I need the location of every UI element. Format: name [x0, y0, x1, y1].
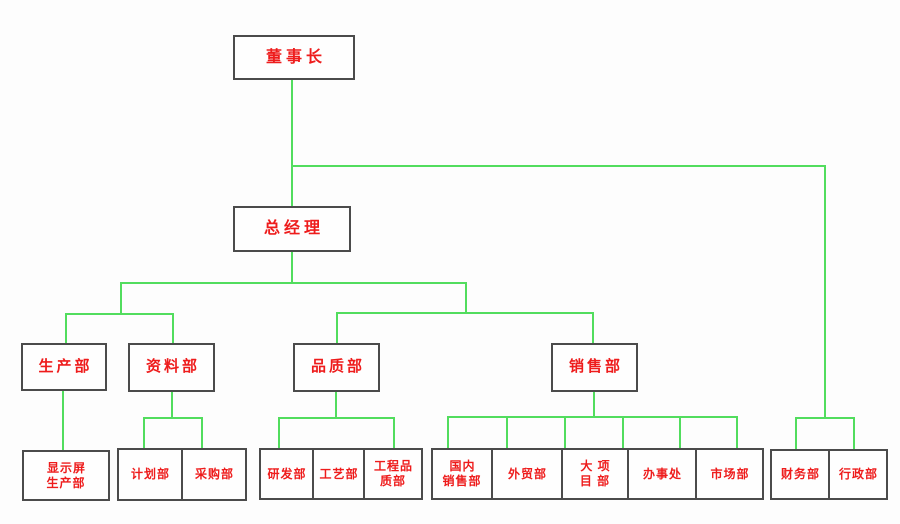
org-box-major-projects-dept: 大 项 目 部 — [561, 448, 629, 500]
org-box-sales-dept: 销售部 — [551, 343, 638, 392]
connector-line — [447, 416, 449, 449]
connector-line — [736, 416, 738, 449]
org-box-domestic-sales-dept: 国内 销售部 — [431, 448, 493, 500]
connector-line — [291, 165, 826, 167]
connector-line — [291, 252, 293, 284]
connector-line — [622, 416, 624, 449]
connector-line — [143, 417, 203, 419]
connector-line — [65, 313, 67, 344]
org-box-data-dept: 资料部 — [128, 343, 215, 392]
connector-line — [447, 416, 738, 418]
org-box-general-manager: 总经理 — [233, 206, 351, 252]
connector-line — [172, 313, 174, 344]
connector-line — [564, 416, 566, 449]
connector-line — [465, 282, 467, 314]
org-box-chairman: 董事长 — [233, 35, 355, 80]
connector-line — [335, 391, 337, 419]
org-box-quality-dept: 品质部 — [293, 343, 380, 392]
connector-line — [120, 282, 467, 284]
org-box-foreign-trade-dept: 外贸部 — [491, 448, 563, 500]
connector-line — [824, 165, 826, 418]
connector-line — [336, 312, 594, 314]
connector-line — [795, 417, 797, 450]
connector-line — [62, 390, 64, 450]
org-box-display-production-dept: 显示屏 生产部 — [22, 450, 110, 501]
connector-line — [679, 416, 681, 449]
connector-line — [795, 417, 855, 419]
connector-line — [592, 312, 594, 344]
org-box-marketing-dept: 市场部 — [695, 448, 764, 500]
org-box-admin-dept: 行政部 — [828, 449, 888, 500]
org-box-purchasing-dept: 采购部 — [181, 448, 247, 501]
org-box-engineering-quality-dept: 工程品 质部 — [363, 448, 423, 500]
connector-line — [65, 313, 174, 315]
connector-line — [278, 417, 395, 419]
connector-line — [120, 282, 122, 315]
connector-line — [393, 417, 395, 449]
connector-line — [143, 417, 145, 449]
org-box-production-dept: 生产部 — [21, 343, 107, 391]
connector-line — [291, 79, 293, 207]
org-box-finance-dept: 财务部 — [770, 449, 830, 500]
org-box-rnd-dept: 研发部 — [259, 448, 314, 500]
connector-line — [171, 391, 173, 419]
org-box-branch-office: 办事处 — [627, 448, 697, 500]
connector-line — [336, 312, 338, 344]
org-box-planning-dept: 计划部 — [117, 448, 183, 501]
connector-line — [506, 416, 508, 449]
connector-line — [853, 417, 855, 450]
org-box-process-dept: 工艺部 — [312, 448, 365, 500]
connector-line — [278, 417, 280, 449]
connector-line — [201, 417, 203, 449]
connector-line — [593, 391, 595, 418]
